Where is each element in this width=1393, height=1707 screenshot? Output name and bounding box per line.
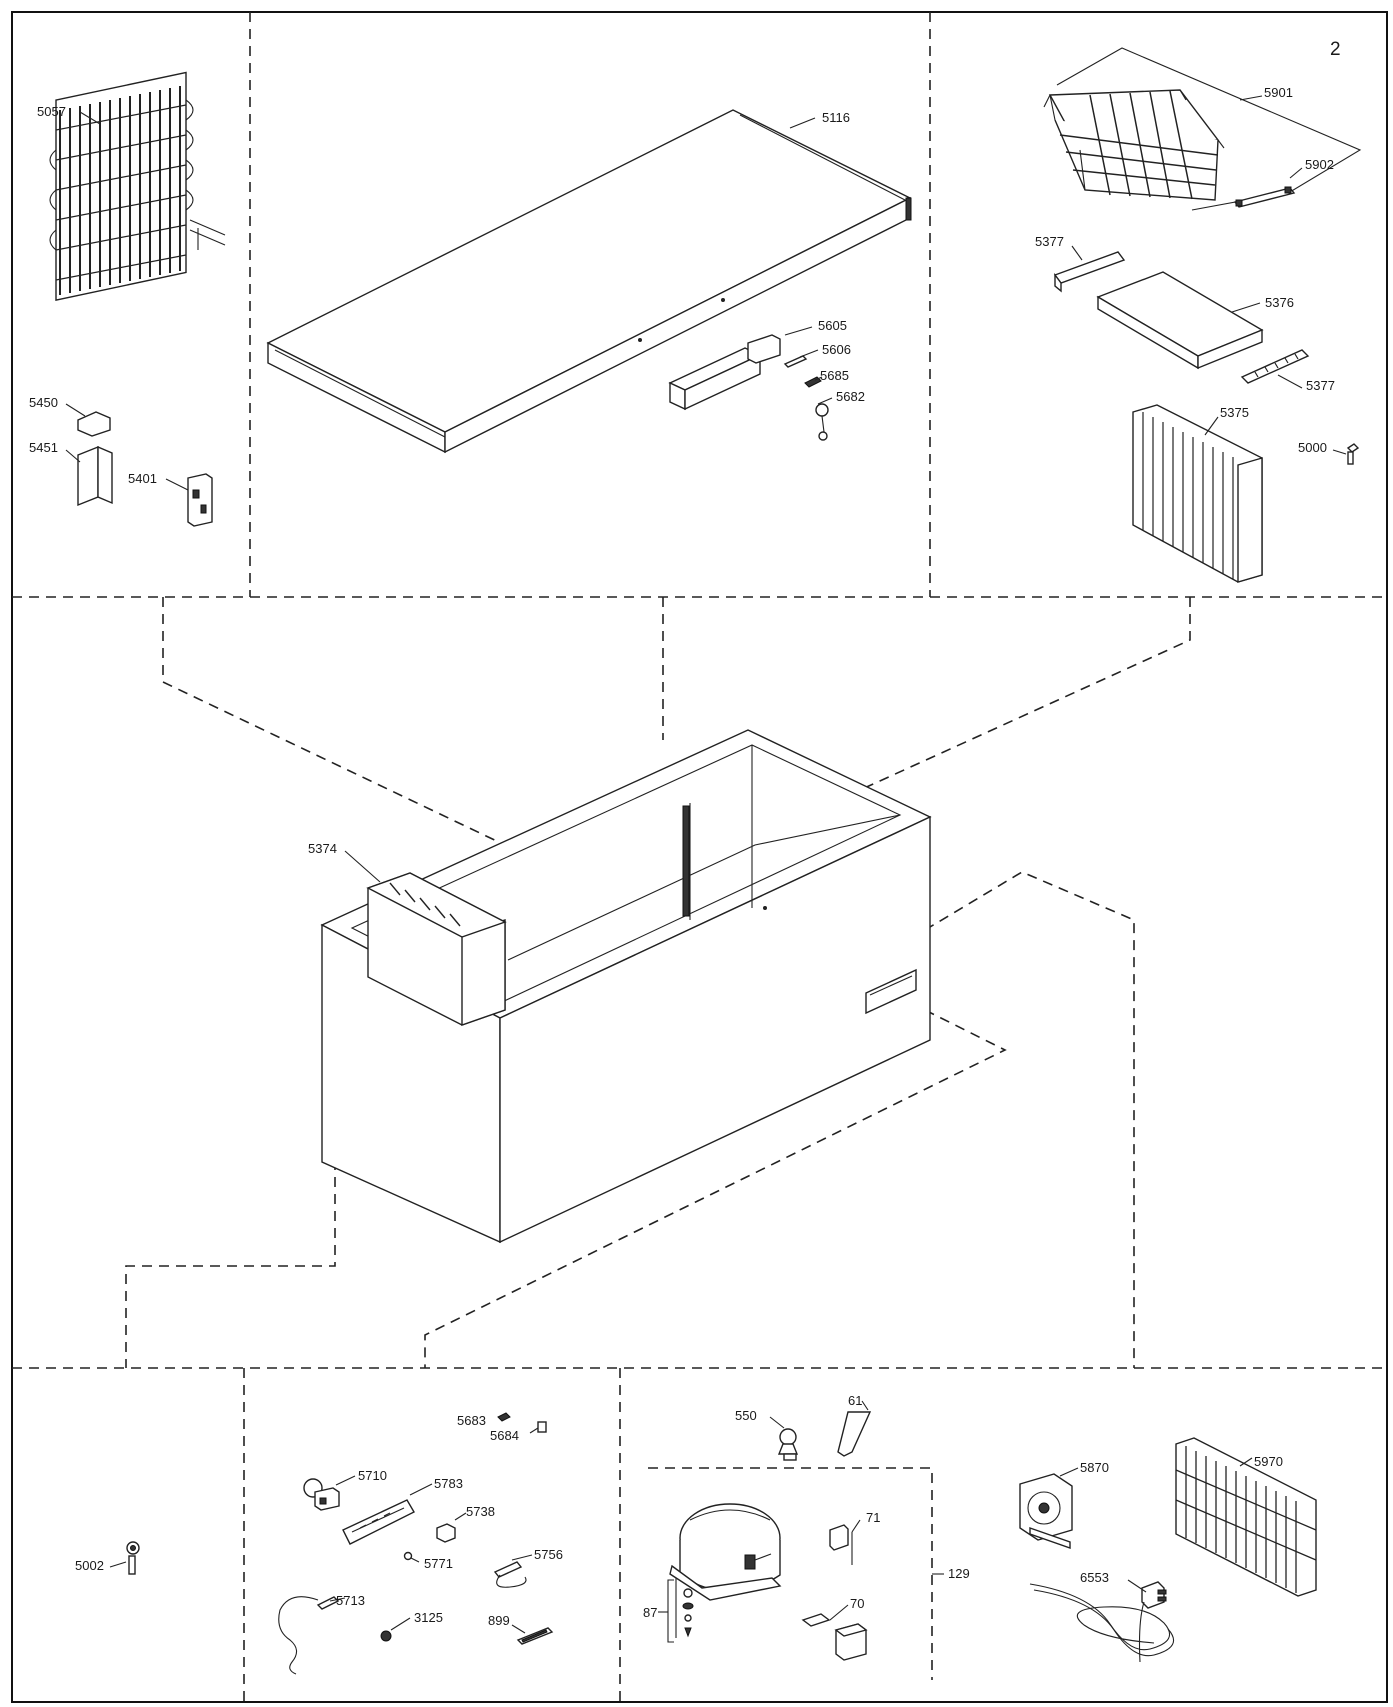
label-5374: 5374 <box>308 841 337 856</box>
condenser-5057 <box>49 71 226 301</box>
section-dividers <box>12 12 1387 1702</box>
label-71: 71 <box>866 1510 880 1525</box>
label-5710: 5710 <box>358 1468 387 1483</box>
label-5377-bottom: 5377 <box>1306 378 1335 393</box>
fan-5870 <box>1019 1473 1073 1549</box>
label-5116: 5116 <box>822 110 850 125</box>
label-5000: 5000 <box>1298 440 1327 455</box>
label-5605: 5605 <box>818 318 847 333</box>
divider-bracket-5377-top <box>1053 251 1126 293</box>
power-cord-6553 <box>1029 1581 1175 1663</box>
part-5683 <box>497 1412 511 1422</box>
label-129: 129 <box>948 1566 970 1581</box>
label-5375: 5375 <box>1220 405 1249 420</box>
grommet-3125 <box>380 1630 392 1642</box>
label-5771: 5771 <box>424 1556 453 1571</box>
label-6553: 6553 <box>1080 1570 1109 1585</box>
divider-bracket-5377-bottom <box>1240 349 1310 384</box>
clip-5771 <box>403 1551 420 1563</box>
mounting-kit-87 <box>667 1578 694 1643</box>
part-5684 <box>537 1421 547 1433</box>
capacitor-70 <box>801 1613 868 1661</box>
label-5376: 5376 <box>1265 295 1294 310</box>
diagram-frame <box>11 11 1388 1703</box>
label-61: 61 <box>848 1393 862 1408</box>
lid-5116 <box>266 109 912 454</box>
condenser-grid-5970 <box>1175 1437 1317 1597</box>
label-899: 899 <box>488 1613 510 1628</box>
label-5902: 5902 <box>1305 157 1334 172</box>
part-5000 <box>1346 443 1360 465</box>
label-3125: 3125 <box>414 1610 443 1625</box>
compressor <box>669 1503 782 1601</box>
label-70: 70 <box>850 1596 864 1611</box>
label-5738: 5738 <box>466 1504 495 1519</box>
heater-899 <box>516 1627 554 1645</box>
bracket-5451 <box>77 445 113 507</box>
divider-panel-5374 <box>366 872 507 1026</box>
label-5450: 5450 <box>29 395 58 410</box>
label-5002: 5002 <box>75 1558 104 1573</box>
label-5682: 5682 <box>836 389 865 404</box>
thermostat-5710 <box>303 1478 340 1511</box>
hinge-5401 <box>187 473 213 527</box>
probe-5713 <box>278 1596 340 1675</box>
wire-basket-5901 <box>1043 89 1225 201</box>
foot-5002 <box>126 1541 140 1575</box>
label-5683: 5683 <box>457 1413 486 1428</box>
label-5756: 5756 <box>534 1547 563 1562</box>
label-5377-top: 5377 <box>1035 234 1064 249</box>
label-5970: 5970 <box>1254 1454 1283 1469</box>
label-5401: 5401 <box>128 471 157 486</box>
page-number: 2 <box>1330 39 1341 60</box>
label-550: 550 <box>735 1408 757 1423</box>
label-5870: 5870 <box>1080 1460 1109 1475</box>
label-5684: 5684 <box>490 1428 519 1443</box>
lock-bar-5605 <box>668 334 781 411</box>
drier-61 <box>837 1400 872 1457</box>
part-71 <box>829 1524 853 1565</box>
label-5901: 5901 <box>1264 85 1293 100</box>
indicator-5738 <box>436 1523 456 1543</box>
label-87: 87 <box>643 1605 657 1620</box>
lock-key-5682 <box>815 403 829 441</box>
label-5451: 5451 <box>29 440 58 455</box>
label-5057: 5057 <box>37 104 66 119</box>
bracket-5450 <box>77 411 111 437</box>
control-panel-5783 <box>342 1499 415 1545</box>
sensor-5756 <box>493 1561 527 1588</box>
label-5685: 5685 <box>820 368 849 383</box>
evaporator-panel-5375 <box>1132 404 1263 583</box>
pin-5606 <box>783 355 808 368</box>
basket-handle-5902 <box>1233 186 1296 208</box>
label-5713: 5713 <box>336 1593 365 1608</box>
relay-550 <box>777 1428 799 1461</box>
divider-panel-5376 <box>1096 271 1264 370</box>
label-5783: 5783 <box>434 1476 463 1491</box>
label-5606: 5606 <box>822 342 851 357</box>
